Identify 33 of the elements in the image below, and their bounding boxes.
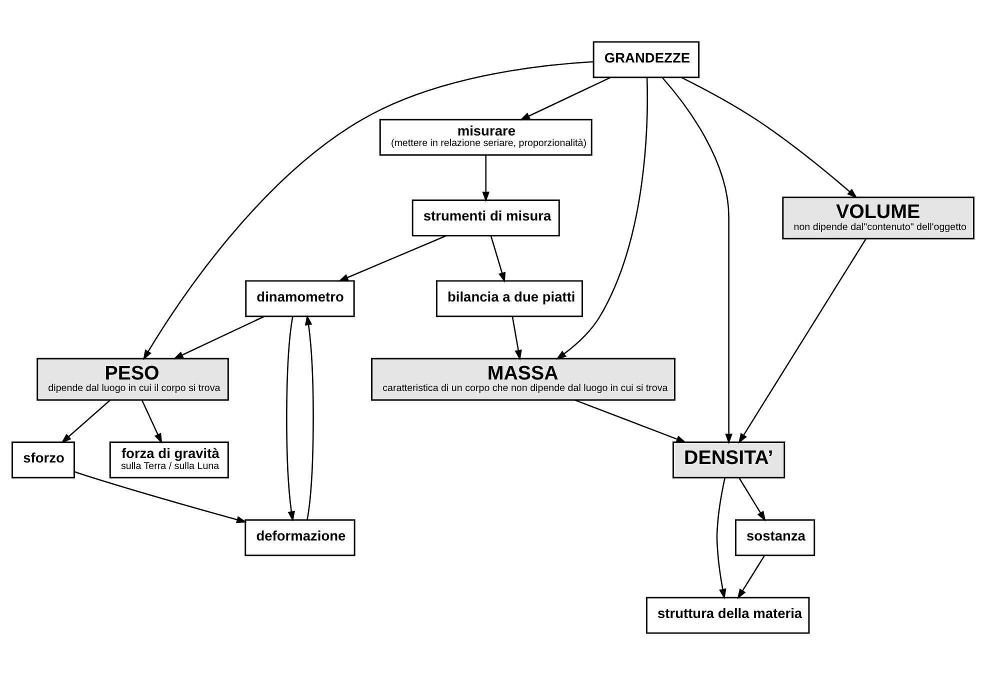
arrow	[520, 76, 611, 120]
node-box: VOLUME non dipende dal"contenuto" dell'oggetto	[782, 196, 974, 240]
arrow	[716, 478, 726, 600]
arrow	[574, 399, 687, 443]
arrow	[74, 471, 247, 524]
arrow	[173, 316, 264, 360]
arrow	[681, 76, 858, 198]
arrow	[61, 400, 111, 444]
node-box: strumenti di misura	[412, 200, 560, 236]
arrow	[141, 400, 162, 444]
node-box: MASSA caratteristica di un corpo che non dipende dal luogo in cui si trova	[371, 358, 676, 401]
node-box: bilancia a due piatti	[436, 280, 583, 318]
node-box: misurare (mettere in relazione seriare, proporzionalità)	[379, 118, 592, 156]
arrow	[737, 555, 766, 600]
arrow	[304, 314, 314, 520]
node-box: deformazione	[244, 519, 356, 556]
arrow	[738, 238, 866, 444]
node-box: dinamometro	[245, 280, 355, 318]
node-box: struttura della materia	[646, 596, 810, 634]
arrow	[482, 155, 490, 202]
arrow	[490, 236, 506, 283]
node-box: PESO dipende dal luogo in cui il corpo si trova	[36, 358, 229, 401]
node-box: sforzo	[12, 442, 75, 478]
node-box: sostanza	[734, 519, 816, 556]
arrow	[662, 76, 732, 444]
node-box: GRANDEZZE	[592, 41, 700, 78]
node-box: forza di gravità sulla Terra / sulla Luna	[109, 442, 229, 478]
arrow	[556, 78, 648, 360]
node-box: DENSITA’	[672, 442, 786, 478]
arrow	[512, 316, 522, 360]
arrow	[738, 477, 766, 522]
arrow	[286, 316, 295, 522]
arrow	[338, 235, 446, 282]
